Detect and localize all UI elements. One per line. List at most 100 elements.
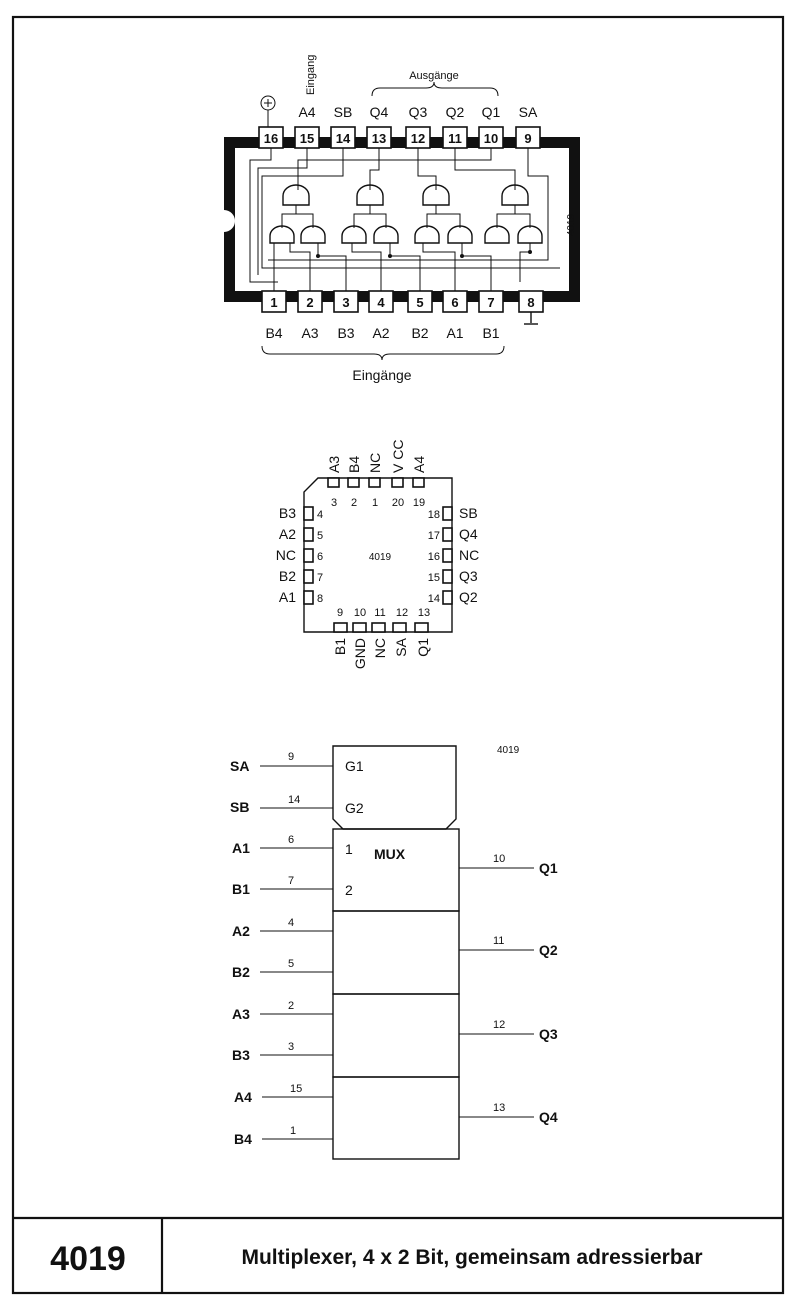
- mux-label: MUX: [374, 846, 406, 862]
- svg-text:18: 18: [428, 509, 440, 521]
- plcc-label-b2: B2: [279, 568, 296, 584]
- svg-text:2: 2: [288, 1000, 294, 1012]
- and-gate-icon: [484, 225, 510, 244]
- signal-b2: B2: [232, 964, 250, 980]
- dip-label-q3: Q3: [409, 104, 428, 120]
- plcc-top-pins: 3 2 1 20 19 A3 B4 NC V CC A4: [326, 440, 427, 509]
- dip-pin-12: 12 Q3: [405, 104, 431, 149]
- dip-pin-2: 2 A3: [297, 290, 323, 341]
- dip-label-sb: SB: [334, 104, 353, 120]
- signal-a2: A2: [232, 923, 250, 939]
- plcc-label-nc-top: NC: [367, 453, 383, 473]
- plcc-label-b4: B4: [346, 456, 362, 473]
- svg-text:13: 13: [418, 607, 430, 619]
- or-gate-icon: [501, 184, 529, 206]
- dip-label-q1: Q1: [482, 104, 501, 120]
- mux-input-1: 1: [345, 841, 353, 857]
- signal-sa: SA: [230, 758, 249, 774]
- dip-label-q4: Q4: [370, 104, 389, 120]
- svg-text:13: 13: [493, 1102, 505, 1114]
- plcc-label-b1: B1: [332, 638, 348, 655]
- svg-text:11: 11: [374, 607, 385, 619]
- signal-a4: A4: [234, 1089, 252, 1105]
- signal-q4: Q4: [539, 1109, 558, 1125]
- dip-label-a2: A2: [372, 325, 389, 341]
- footer-code: 4019: [50, 1240, 126, 1278]
- plcc-label-b3: B3: [279, 505, 296, 521]
- plcc-chip-label: 4019: [369, 552, 392, 563]
- svg-text:13: 13: [372, 131, 386, 146]
- svg-text:19: 19: [413, 497, 425, 509]
- dip-eingaenge-brace: [261, 345, 505, 361]
- dip-pin-13: 13 Q4: [366, 104, 392, 149]
- dip-eingaenge-label: Eingänge: [352, 367, 411, 383]
- logic-chip-label: 4019: [497, 745, 520, 756]
- signal-b3: B3: [232, 1047, 250, 1063]
- plcc-label-a2: A2: [279, 526, 296, 542]
- svg-text:14: 14: [336, 131, 351, 146]
- dip-die-area: [235, 148, 569, 291]
- svg-text:6: 6: [288, 834, 294, 846]
- dip-pin-10: 10 Q1: [478, 104, 504, 149]
- dip-pin-8: 8: [518, 290, 544, 325]
- svg-text:8: 8: [527, 295, 534, 310]
- and-gate-icon: [517, 225, 543, 244]
- plcc-label-nc-bottom: NC: [372, 638, 388, 658]
- plcc-label-a1: A1: [279, 589, 296, 605]
- svg-text:4: 4: [317, 509, 323, 521]
- svg-text:3: 3: [342, 295, 349, 310]
- svg-text:20: 20: [392, 497, 404, 509]
- svg-text:5: 5: [317, 530, 323, 542]
- svg-text:7: 7: [487, 295, 494, 310]
- plcc-label-sa: SA: [393, 637, 409, 656]
- page-frame: [11, 15, 785, 1295]
- dip-label-a4: A4: [298, 104, 315, 120]
- dip-pin-3: 3 B3: [333, 290, 359, 341]
- svg-text:2: 2: [351, 497, 357, 509]
- and-gate-icon: [373, 225, 399, 244]
- plcc-label-q1: Q1: [415, 638, 431, 657]
- plcc-label-q3: Q3: [459, 568, 478, 584]
- mux-section-2: [332, 910, 460, 995]
- dip-ausgaenge-label: Ausgänge: [409, 70, 459, 82]
- dip-gates: [269, 184, 543, 244]
- dip-internal-wiring: [249, 148, 560, 291]
- svg-text:3: 3: [288, 1041, 294, 1053]
- dip-pin-9: 9 SA: [515, 104, 541, 149]
- dip-label-b4: B4: [265, 325, 282, 341]
- signal-b4: B4: [234, 1131, 252, 1147]
- dip-label-b1: B1: [482, 325, 499, 341]
- plcc-label-nc-left: NC: [276, 547, 296, 563]
- dip-label-sa: SA: [519, 104, 538, 120]
- svg-text:11: 11: [493, 935, 504, 947]
- svg-text:9: 9: [337, 607, 343, 619]
- or-gate-icon: [356, 184, 384, 206]
- plcc-left-pins: 4 5 6 7 8 B3 A2 NC B2 A1: [276, 505, 323, 605]
- data-outputs: 10 Q1 11 Q2 12 Q3 13 Q4: [459, 853, 558, 1125]
- svg-text:12: 12: [411, 131, 425, 146]
- dip-pin-4: 4 A2: [368, 290, 394, 341]
- dip-label-q2: Q2: [446, 104, 465, 120]
- svg-text:8: 8: [317, 593, 323, 605]
- mux-section-3: [332, 993, 460, 1078]
- signal-q1: Q1: [539, 860, 558, 876]
- svg-text:9: 9: [524, 131, 531, 146]
- or-gate-icon: [422, 184, 450, 206]
- svg-text:16: 16: [264, 131, 278, 146]
- svg-text:3: 3: [331, 497, 337, 509]
- svg-text:9: 9: [288, 751, 294, 763]
- svg-text:5: 5: [416, 295, 423, 310]
- plcc-label-gnd: GND: [352, 638, 368, 669]
- svg-text:6: 6: [317, 551, 323, 563]
- svg-text:17: 17: [428, 530, 440, 542]
- svg-text:1: 1: [290, 1125, 296, 1137]
- plcc-package-diagram: 4019 3 2 1 20 19 A3 B4 NC V CC A4 4: [276, 440, 479, 670]
- svg-text:10: 10: [493, 853, 505, 865]
- gate-g1: G1: [345, 758, 364, 774]
- signal-b1: B1: [232, 881, 250, 897]
- dip-label-a1: A1: [446, 325, 463, 341]
- data-inputs: A1 6 1 B1 7 2 A2 4 B2 5 A3 2 B3 3 A4 15 …: [232, 834, 353, 1147]
- and-gate-icon: [414, 225, 440, 244]
- svg-text:7: 7: [288, 875, 294, 887]
